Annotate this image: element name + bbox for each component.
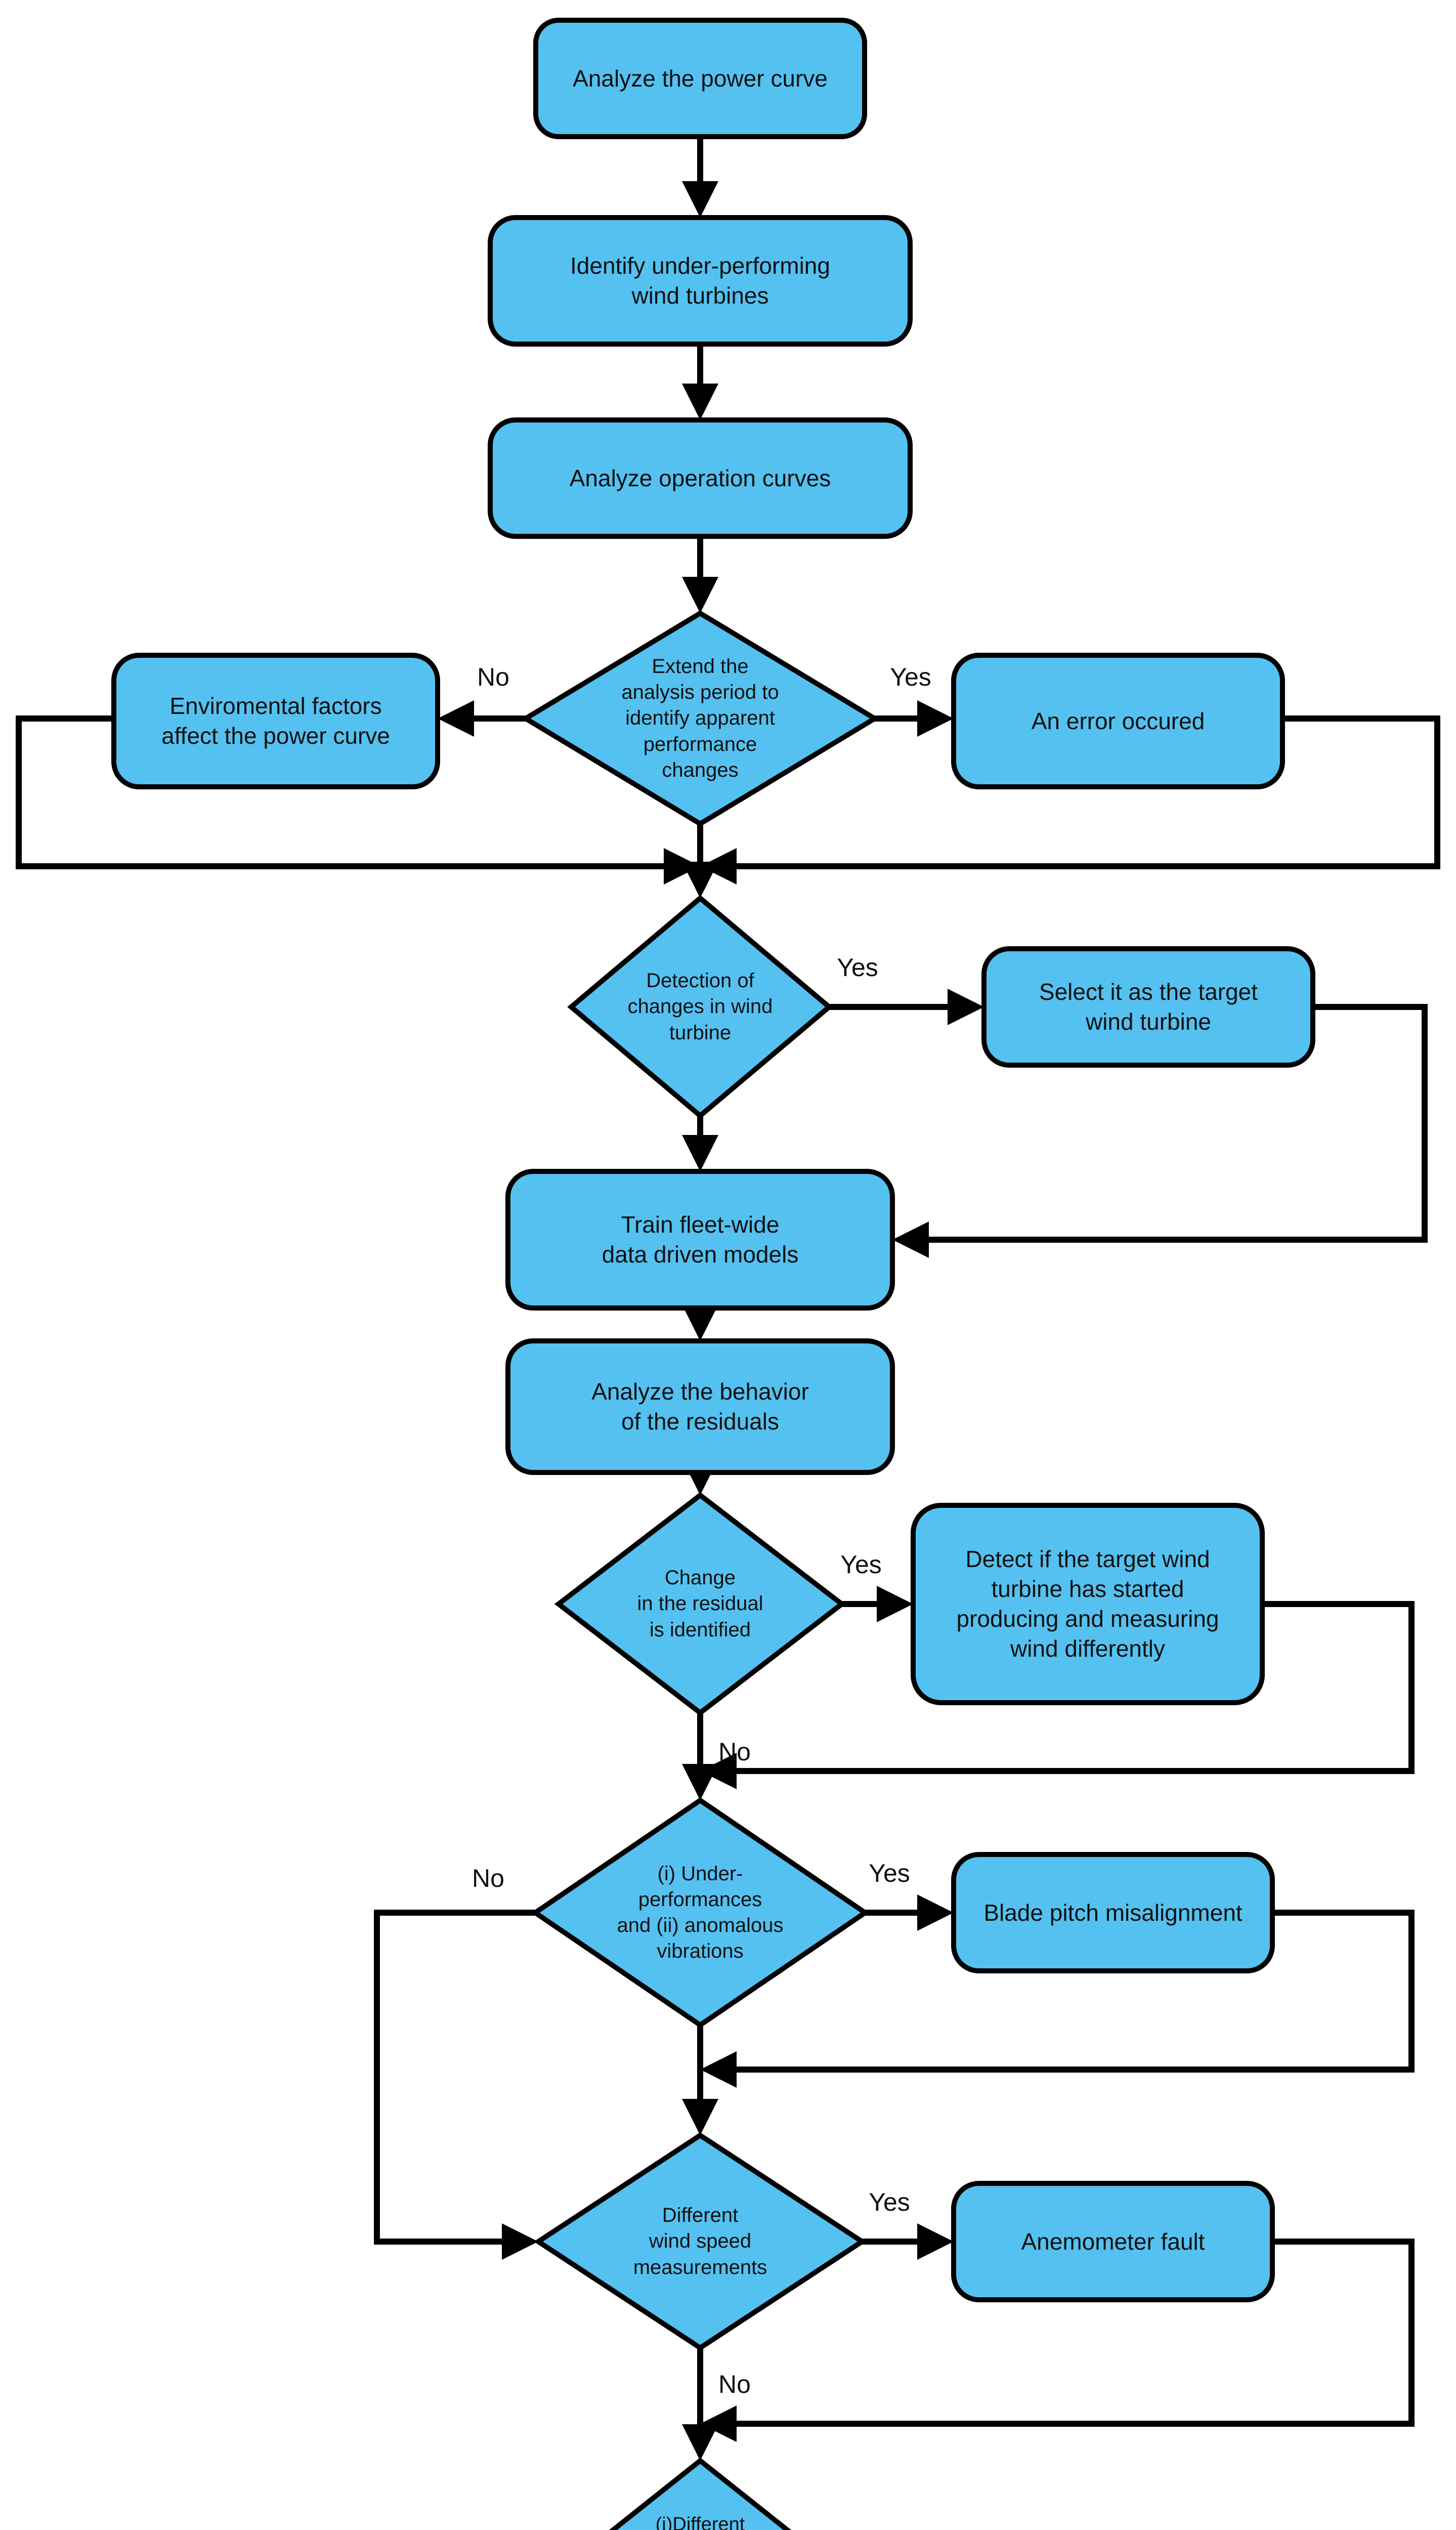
edge-label-d2-yes: Yes [837,953,878,982]
decision-2-shape [567,895,833,1119]
blade-node-shape [951,1852,1275,1973]
flow-node-shapes [111,18,1315,2530]
edge-env-loopback [16,715,700,884]
edge-label-d5-no: No [718,2370,751,2398]
decision-1-shape [521,610,880,827]
edge-anemometer-loopback [700,2239,1415,2442]
start-node-shape [533,18,867,139]
decision-4-shape [531,1797,870,2029]
env-node-shape [111,653,440,789]
behavior-node-shape [505,1338,895,1475]
edge-label-d5-yes: Yes [869,2188,910,2216]
flow-connectors [16,137,1440,2461]
error-node-shape [951,653,1285,789]
select-node-shape [981,946,1315,1068]
edge-label-d1-yes: Yes [890,663,931,691]
train-node-shape [505,1169,895,1311]
edge-label-d4-yes: Yes [869,1859,910,1887]
edge-err-loopback [700,715,1440,884]
decision-3-shape [554,1492,846,1716]
edge-select-loop-train [892,1004,1428,1258]
operation-node-shape [488,417,913,539]
edge-detect-loopback [700,1601,1415,1789]
edge-label-d4-no: No [472,1864,504,1892]
detect-node-shape [911,1503,1265,1705]
identify-node-shape [488,215,913,347]
anemometer-node-shape [951,2181,1275,2302]
edge-label-d3-yes: Yes [840,1550,882,1579]
edge-blade-loopback [700,1910,1415,2088]
edge-label-d1-no: No [477,663,509,691]
edge-d4-no-d5 [374,1910,538,2260]
decision-6-shape [609,2457,792,2530]
edge-label-d3-no: No [718,1738,751,1766]
decision-5-shape [533,2132,867,2351]
